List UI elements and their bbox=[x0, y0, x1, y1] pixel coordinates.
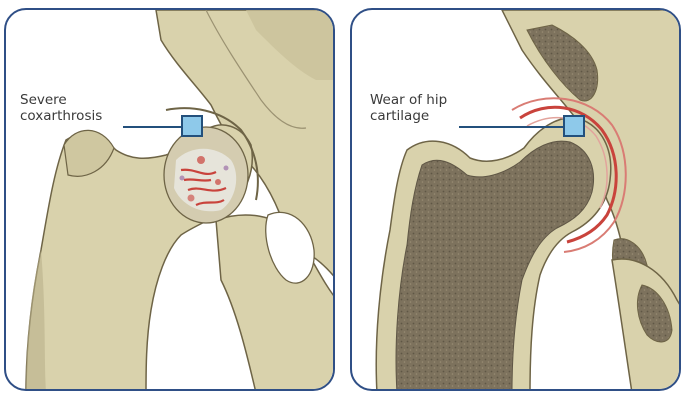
panel-cartilage-wear: Wear of hip cartilage bbox=[350, 8, 681, 391]
label-line-1: Wear of hip bbox=[370, 92, 447, 108]
label-line-2: coxarthrosis bbox=[20, 108, 102, 124]
marker-square bbox=[564, 116, 584, 136]
label-line-1: Severe bbox=[20, 92, 102, 108]
label-cartilage-wear: Wear of hip cartilage bbox=[370, 92, 447, 124]
label-severe-coxarthrosis: Severe coxarthrosis bbox=[20, 92, 102, 124]
hip-joint-cross-section bbox=[352, 10, 681, 391]
femur-marrow bbox=[396, 141, 594, 391]
marker-square bbox=[182, 116, 202, 136]
hip-joint-illustration-coxarthrosis bbox=[6, 10, 335, 391]
label-line-2: cartilage bbox=[370, 108, 447, 124]
panel-severe-coxarthrosis: Severe coxarthrosis bbox=[4, 8, 335, 391]
